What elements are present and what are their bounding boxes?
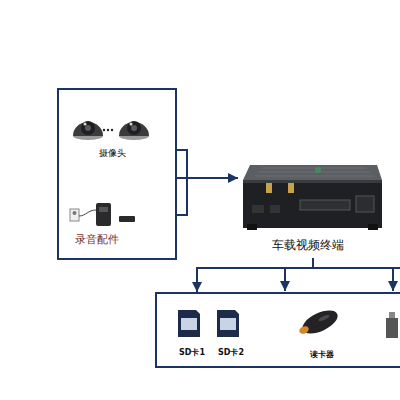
camera-icon xyxy=(119,121,149,140)
sd-card-icon xyxy=(217,310,239,337)
arrow-connector xyxy=(177,177,238,179)
recording-accessory-icon xyxy=(70,203,135,226)
node-label: 车载视频终端 xyxy=(272,238,344,252)
terminal-device xyxy=(243,165,382,230)
group-box: 摄像头录音配件 xyxy=(57,88,177,260)
arrow-connector xyxy=(197,258,313,292)
split-drop xyxy=(392,268,394,291)
sd-card-icon xyxy=(178,310,200,337)
node-label: SD卡2 xyxy=(218,348,244,358)
node-label: SD卡1 xyxy=(179,348,205,358)
node-label: 录音配件 xyxy=(75,233,119,246)
device-node: 车载视频终端 xyxy=(238,158,388,258)
node-label: 读卡器 xyxy=(310,350,334,360)
group-box: SD卡1 SD卡2 读卡器 xyxy=(155,292,400,368)
cut-off-item xyxy=(386,312,398,338)
card-reader-icon xyxy=(298,306,341,338)
camera-icon xyxy=(73,121,103,140)
bracket-line xyxy=(176,150,187,215)
node-label: 摄像头 xyxy=(99,148,126,159)
split-drop xyxy=(284,268,286,291)
camera-dots xyxy=(103,129,113,131)
